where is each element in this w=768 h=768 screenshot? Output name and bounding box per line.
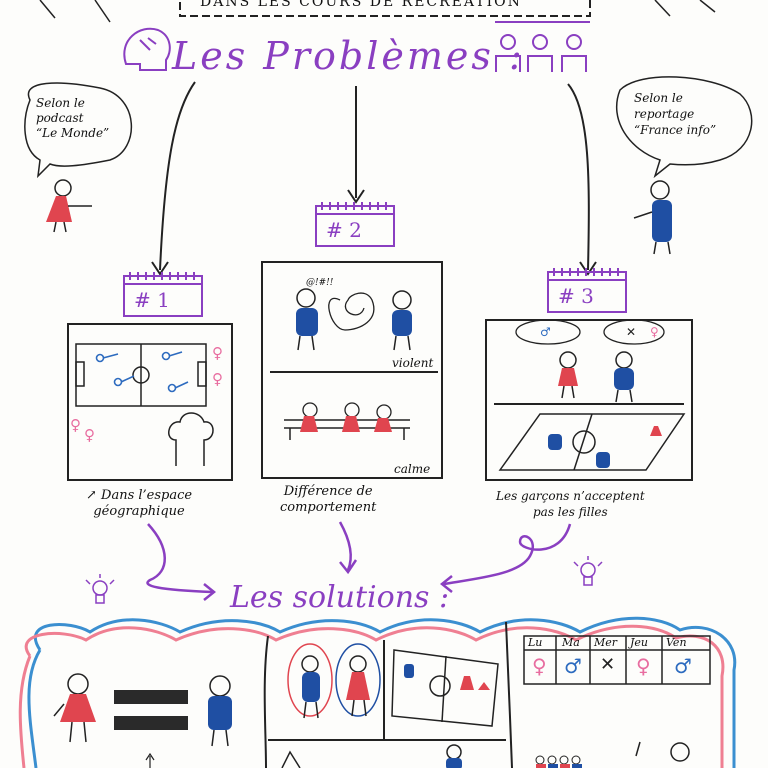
card-1-frame xyxy=(67,323,233,481)
schedule-symbol-mer: ✕ xyxy=(600,654,616,675)
schedule-table-grid xyxy=(523,635,711,685)
tag-2-label: # 2 xyxy=(326,218,362,242)
card-2-frame xyxy=(261,261,443,479)
caption-1-line: ↗ Dans l’espace xyxy=(86,488,193,503)
speaker-right-figure xyxy=(633,180,672,255)
card-1-football-field xyxy=(75,343,207,407)
svg-text:♀: ♀ xyxy=(70,416,81,434)
card-3-scene xyxy=(494,319,686,471)
jump-rope-scene xyxy=(287,643,381,719)
schedule-symbol-ma: ♂ xyxy=(564,654,582,678)
schedule-day-jeu: Jeu xyxy=(630,636,649,649)
speech-left-text: Selon le podcast “Le Monde” xyxy=(36,96,109,141)
schedule-day-lu: Lu xyxy=(528,636,543,649)
schedule-day-ma: Ma xyxy=(562,636,580,649)
svg-text:♀: ♀ xyxy=(650,325,659,339)
card-2-bench-scene xyxy=(284,402,410,440)
schedule-day-mer: Mer xyxy=(594,636,618,649)
card-1-girls-symbols: ♀♀ ♀♀ xyxy=(70,344,223,444)
banner-box xyxy=(179,0,591,17)
solutions-title: Les solutions : xyxy=(230,580,450,615)
card-2-violent-scene xyxy=(270,288,438,373)
caption-3-line: Les garçons n’acceptent xyxy=(496,489,645,503)
banner-text: DANS LES COURS DE RÉCRÉATION xyxy=(200,0,522,10)
schedule-symbol-ven: ♂ xyxy=(674,654,692,678)
speech-left-line: Selon le xyxy=(36,96,85,110)
svg-text:♀: ♀ xyxy=(84,426,95,444)
card-2-bottom-label: calme xyxy=(394,462,431,476)
speech-right-line: “France info” xyxy=(634,123,717,137)
bottom-middle-scene xyxy=(281,744,462,768)
lightbulb-icon-left xyxy=(85,574,115,604)
svg-text:✕: ✕ xyxy=(626,325,636,339)
card-2-top-label: violent xyxy=(392,356,434,370)
speech-right-text: Selon le reportage “France info” xyxy=(634,90,716,138)
svg-text:♀: ♀ xyxy=(212,344,223,362)
card-1-tree xyxy=(168,412,214,466)
speech-right-line: Selon le xyxy=(634,91,683,105)
caption-2-line: comportement xyxy=(280,500,377,515)
schedule-symbol-jeu: ♀ xyxy=(636,654,651,678)
three-people-icon xyxy=(495,21,590,72)
caption-1: ↗ Dans l’espace géographique xyxy=(86,488,192,520)
arrow-solution-left xyxy=(146,523,213,594)
svg-text:♂: ♂ xyxy=(540,325,551,339)
arrow-solution-middle xyxy=(338,521,358,575)
cloud-outline-blue xyxy=(33,616,737,768)
cloud-outline-pink xyxy=(24,624,725,768)
speech-bubble-left xyxy=(24,82,132,179)
tag-3-label: # 3 xyxy=(558,284,594,308)
arrow-solution-right xyxy=(443,523,572,586)
bottom-right-people xyxy=(535,741,690,768)
speech-left-line: “Le Monde” xyxy=(36,126,110,140)
lightbulb-icon-right xyxy=(573,556,603,586)
card-3-frame xyxy=(485,319,693,481)
caption-1-line: géographique xyxy=(93,504,185,519)
speech-left-line: podcast xyxy=(36,111,84,125)
caption-2-line: Différence de xyxy=(283,484,373,499)
svg-text:♀: ♀ xyxy=(212,370,223,388)
speech-right-line: reportage xyxy=(634,107,695,121)
caption-3: Les garçons n’acceptent pas les filles xyxy=(496,488,645,520)
caption-2: Différence de comportement xyxy=(280,484,376,516)
equality-scene xyxy=(53,673,232,768)
schedule-day-ven: Ven xyxy=(666,636,687,649)
schedule-symbol-lu: ♀ xyxy=(532,654,547,678)
brain-head-icon xyxy=(123,27,171,71)
card-1-boys-symbols xyxy=(95,351,189,393)
card-2-shout: @!#!! xyxy=(306,278,334,288)
speaker-left-figure xyxy=(46,179,92,233)
caption-3-line: pas les filles xyxy=(533,505,608,519)
tag-1-label: # 1 xyxy=(134,288,170,312)
speech-bubble-right xyxy=(615,76,753,179)
problems-title: Les Problèmes : xyxy=(172,34,525,78)
mixed-field-scene xyxy=(391,649,499,727)
